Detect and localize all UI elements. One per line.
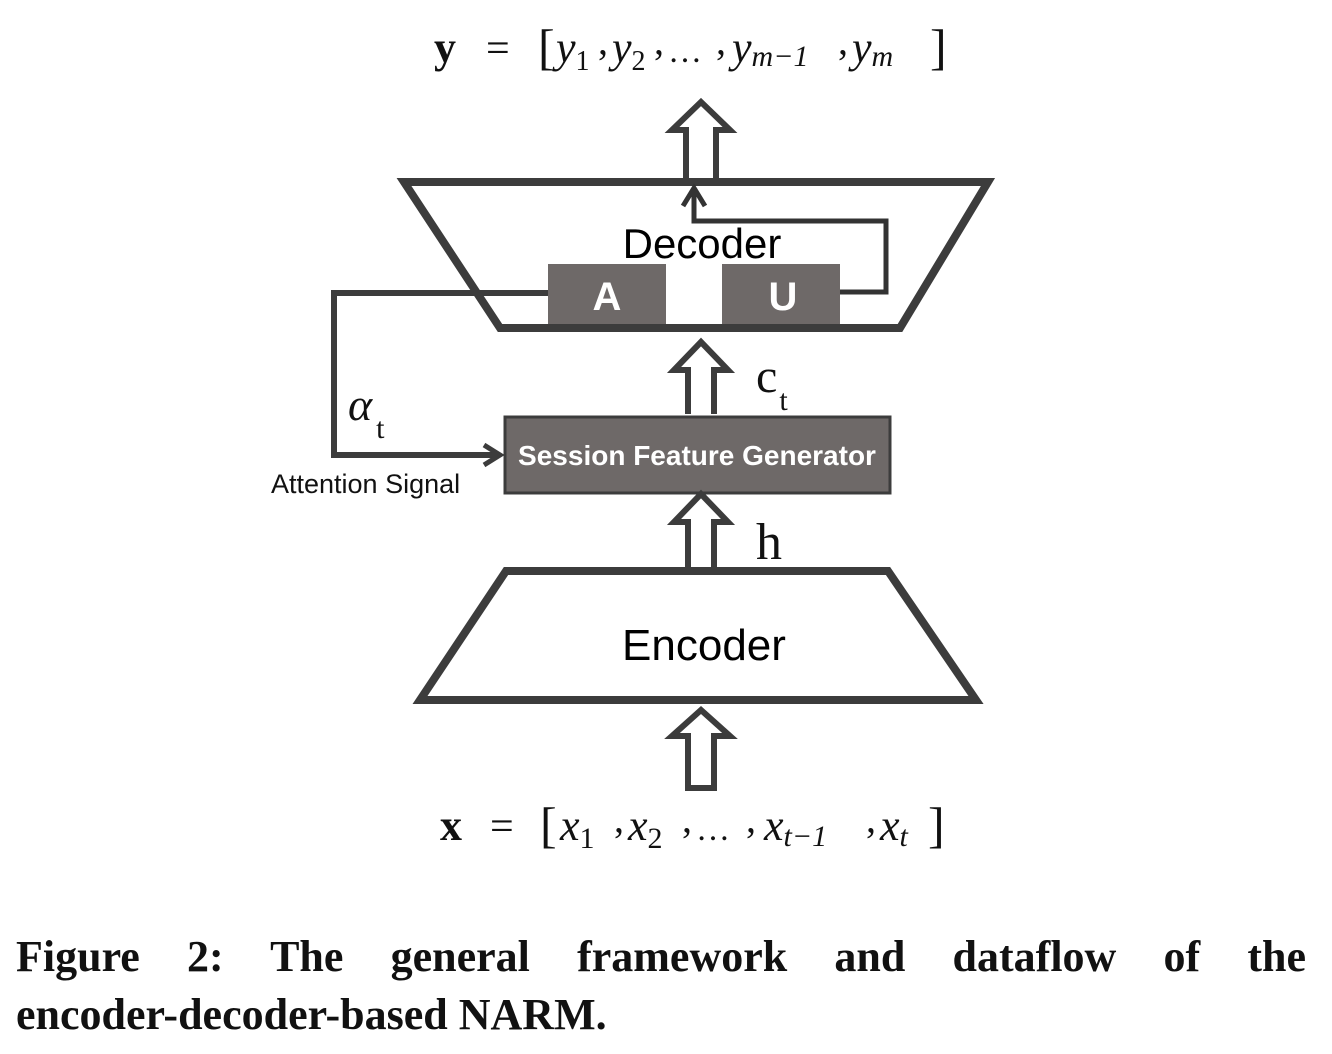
input-equals: =	[490, 804, 514, 850]
attention-block-label: A	[593, 275, 622, 319]
input-sequence: x = [ x1 , x2 , … , xt−1 , xt ]	[440, 796, 945, 855]
output-ellipsis: …	[668, 33, 702, 70]
hidden-arrow-icon	[666, 489, 736, 568]
encoder-label: Encoder	[622, 621, 786, 670]
decoder-label: Decoder	[623, 220, 782, 267]
output-item-2: y2	[608, 23, 646, 77]
feedback-arrowhead-icon	[680, 183, 708, 208]
input-comma: ,	[746, 796, 756, 841]
input-symbol: x	[440, 801, 462, 850]
decoder-feedback-line	[691, 190, 889, 295]
encoder-shape	[412, 567, 984, 704]
attention-signal-label: Attention Signal	[271, 469, 460, 499]
input-open-bracket: [	[540, 797, 557, 853]
caption-line-2: encoder-decoder-based NARM.	[16, 990, 607, 1039]
input-comma: ,	[866, 796, 876, 841]
attention-arrowhead-icon	[482, 442, 505, 468]
input-comma: ,	[682, 796, 692, 841]
session-feature-generator-label: Session Feature Generator	[518, 440, 876, 471]
input-ellipsis: …	[696, 811, 730, 848]
input-item-t: xt	[879, 801, 909, 853]
update-block: U	[722, 264, 840, 324]
session-feature-generator: Session Feature Generator	[503, 415, 892, 495]
attention-block: A	[548, 264, 666, 324]
output-comma: ,	[654, 18, 664, 63]
output-item-m: ym	[848, 23, 893, 73]
input-item-t-1: xt−1	[763, 801, 827, 853]
output-comma: ,	[716, 18, 726, 63]
output-arrow-icon	[664, 97, 738, 180]
output-symbol: y	[434, 23, 456, 72]
input-comma: ,	[614, 796, 624, 841]
input-item-1: x1	[559, 801, 595, 855]
context-arrow-icon	[666, 337, 736, 414]
narm-framework-diagram: y = [ y1 , y2 , … , ym−1 , ym ] Decoder …	[271, 18, 996, 855]
input-close-bracket: ]	[928, 797, 945, 853]
hidden-state-label: h	[756, 514, 782, 571]
output-open-bracket: [	[538, 19, 555, 75]
update-block-label: U	[769, 275, 798, 319]
figure-caption: Figure 2: The general framework and data…	[16, 928, 1306, 1044]
output-item-1: y1	[552, 23, 590, 77]
input-item-2: x2	[627, 801, 663, 855]
output-comma: ,	[838, 18, 848, 63]
attention-signal-line	[331, 290, 548, 458]
output-items: y1 , y2 , … , ym−1 , ym	[552, 18, 893, 77]
output-close-bracket: ]	[930, 19, 947, 75]
output-comma: ,	[598, 18, 608, 63]
output-sequence: y = [ y1 , y2 , … , ym−1 , ym ]	[434, 18, 947, 77]
decoder-shape	[396, 178, 996, 332]
output-equals: =	[486, 26, 510, 72]
caption-line-1: Figure 2: The general framework and data…	[16, 932, 1306, 981]
input-arrow-icon	[664, 705, 738, 791]
output-item-m-1: ym−1	[728, 23, 808, 73]
context-vector-label: ct	[756, 350, 788, 417]
